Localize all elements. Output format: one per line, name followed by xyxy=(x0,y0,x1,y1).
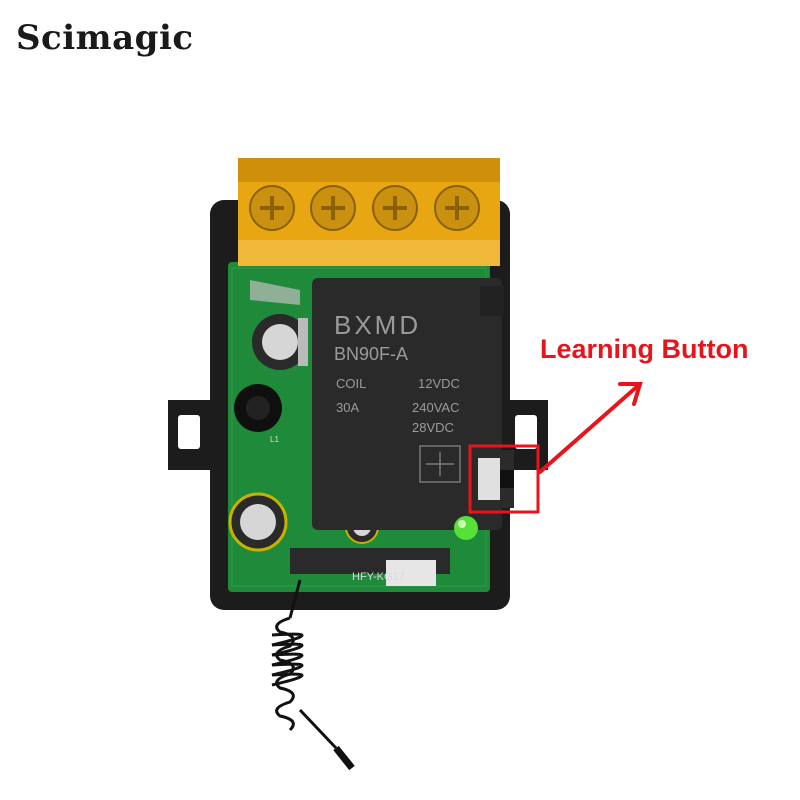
capacitor-bottom xyxy=(228,492,288,552)
arrow-icon xyxy=(538,382,643,474)
highlight-box xyxy=(468,444,540,514)
capacitor-top xyxy=(252,314,308,370)
terminal-block xyxy=(238,158,500,266)
led-indicator xyxy=(454,516,478,540)
relay-brand: BXMD xyxy=(334,310,421,340)
mounting-ear-left xyxy=(168,400,212,470)
relay-model: BN90F-A xyxy=(334,344,408,364)
inductor xyxy=(234,384,282,432)
silkscreen-l1: L1 xyxy=(270,435,279,444)
learning-button-label: Learning Button xyxy=(540,334,749,364)
antenna-coil xyxy=(271,579,355,771)
relay-current: 30A xyxy=(336,400,359,415)
brand-logo-text: Scimagic xyxy=(16,18,194,58)
relay-rating-dc: 28VDC xyxy=(412,420,454,435)
relay-coil-label: COIL xyxy=(336,376,366,391)
learning-button[interactable] xyxy=(474,450,514,508)
relay: BXMD BN90F-A COIL 12VDC 30A 240VAC 28VDC xyxy=(312,278,504,530)
relay-rating-ac: 240VAC xyxy=(412,400,459,415)
relay-coil-voltage: 12VDC xyxy=(418,376,460,391)
module-label: HFY-KG17 xyxy=(352,571,405,583)
